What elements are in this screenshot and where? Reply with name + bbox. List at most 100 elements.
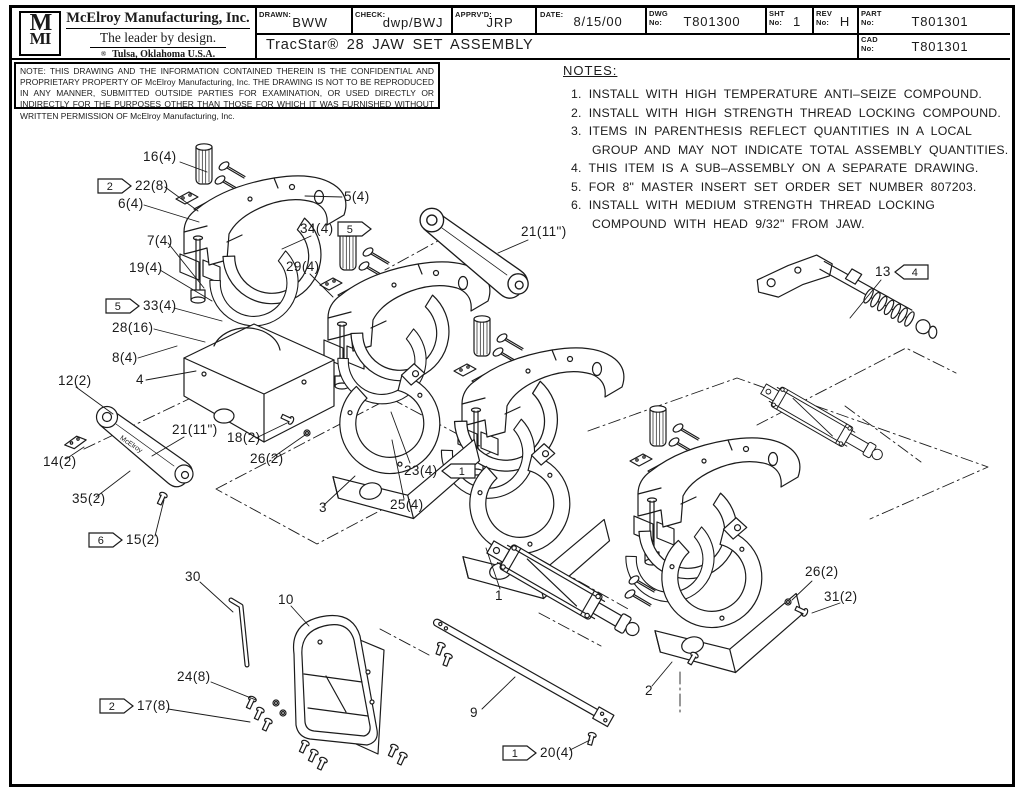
- titleblock-vline-5: [645, 8, 647, 33]
- callout-21-top: 21(11"): [521, 224, 567, 239]
- titleblock-vline-2: [351, 8, 353, 33]
- drawn-value: BWW: [292, 15, 328, 30]
- sheet-no-value: 1: [792, 14, 802, 29]
- callout-17: 2 17(8): [99, 698, 171, 714]
- alignment-bar: [430, 614, 615, 728]
- note-item-2: 2. INSTALL WITH HIGH STRENGTH THREAD LOC…: [571, 105, 1001, 120]
- company-name: McElroy Manufacturing, Inc.: [66, 10, 250, 29]
- logo-letter-m: M: [29, 10, 53, 36]
- hydraulic-cylinder-lower: [482, 534, 646, 645]
- callout-6: 6(4): [118, 196, 144, 211]
- svg-text:5: 5: [115, 301, 122, 313]
- callout-18: 18(2): [227, 430, 261, 445]
- svg-text:4: 4: [912, 267, 919, 279]
- drawing-title: TracStar® 28 JAW SET ASSEMBLY: [266, 37, 534, 53]
- callout-9: 9: [470, 705, 478, 720]
- callout-8: 8(4): [112, 350, 138, 365]
- callout-29: 29(4): [286, 259, 320, 274]
- callout-35: 35(2): [72, 491, 106, 506]
- flag-note-2: 2: [99, 698, 134, 714]
- cad-no-value: T801301: [911, 39, 969, 54]
- dwg-no-value: T801300: [683, 14, 741, 29]
- svg-text:6: 6: [98, 535, 105, 547]
- frame-stand: [292, 614, 385, 755]
- flag-note-5: 5: [336, 221, 372, 237]
- titleblock-vline-6: [765, 8, 767, 33]
- notes-list: NOTES: 1. INSTALL WITH HIGH TEMPERATURE …: [563, 63, 1015, 233]
- approved-value: JRP: [486, 15, 514, 30]
- callout-28: 28(16): [112, 320, 154, 335]
- callout-15: 6 15(2): [88, 532, 160, 548]
- svg-text:1: 1: [458, 466, 465, 478]
- callout-25: 25(4): [390, 497, 424, 512]
- company-block: McElroy Manufacturing, Inc. The leader b…: [66, 10, 250, 60]
- titleblock-hline-bottom: [12, 58, 1010, 60]
- callout-12: 12(2): [58, 373, 92, 388]
- flag-note-6: 6: [88, 532, 123, 548]
- callout-7: 7(4): [147, 233, 173, 248]
- notes-heading: NOTES:: [563, 63, 618, 78]
- check-label: CHECK:: [355, 10, 386, 19]
- flag-note-1: 1: [440, 463, 476, 479]
- callout-2: 2: [645, 683, 653, 698]
- svg-text:2: 2: [109, 701, 116, 713]
- titleblock-vline-4: [535, 8, 537, 33]
- jaw-assembly-4: [630, 406, 800, 565]
- flag-note-5: 5: [105, 298, 140, 314]
- callout-3: 3: [319, 500, 327, 515]
- svg-text:1: 1: [512, 748, 519, 760]
- note-item-1: 1. INSTALL WITH HIGH TEMPERATURE ANTI–SE…: [571, 87, 983, 101]
- svg-text:5: 5: [346, 224, 353, 236]
- callout-1: 1: [495, 588, 503, 603]
- date-label: DATE:: [540, 10, 564, 19]
- callout-30: 30: [185, 569, 201, 584]
- titleblock-hline-mid: [255, 33, 1010, 35]
- part-no-value: T801301: [911, 14, 969, 29]
- callout-22: 2 22(8): [97, 178, 169, 194]
- company-tagline: The leader by design.: [89, 30, 227, 48]
- drawn-label: DRAWN:: [259, 10, 292, 19]
- flag-note-2: 2: [97, 178, 132, 194]
- callout-19: 19(4): [129, 260, 163, 275]
- note-item-6: 6. INSTALL WITH MEDIUM STRENGTH THREAD L…: [571, 198, 936, 231]
- titleblock-vline-3: [451, 8, 453, 33]
- callout-13: 13 4: [875, 264, 929, 280]
- mcelroy-logo: M MI: [19, 11, 61, 56]
- logo-letters-mi: MI: [29, 29, 52, 48]
- check-value: dwp/BWJ: [382, 15, 444, 30]
- note-item-4: 4. THIS ITEM IS A SUB–ASSEMBLY ON A SEPA…: [571, 161, 979, 175]
- callout-31: 31(2): [824, 589, 858, 604]
- callout-5-4: 5(4): [344, 189, 370, 204]
- rev-no-value: H: [839, 14, 851, 29]
- callout-16: 16(4): [143, 149, 177, 164]
- confidential-note: NOTE: THIS DRAWING AND THE INFORMATION C…: [14, 62, 440, 121]
- registered-mark: ®: [100, 50, 107, 58]
- callout-33: 5 33(4): [105, 298, 177, 314]
- callout-21-left: 21(11"): [172, 422, 218, 437]
- titleblock-vline-7: [812, 8, 814, 33]
- date-value: 8/15/00: [573, 14, 623, 29]
- titleblock-vline-1: [255, 8, 257, 58]
- callout-23: 23(4) 1: [404, 463, 476, 479]
- approved-label: APPRV'D:: [455, 10, 493, 19]
- flag-note-4: 4: [893, 264, 929, 280]
- leader-lines: [65, 161, 882, 751]
- titleblock-vline-8: [857, 8, 859, 58]
- note-item-3: 3. ITEMS IN PARENTHESIS REFLECT QUANTITI…: [571, 124, 1009, 157]
- callout-10: 10: [278, 592, 294, 607]
- hex-key: [228, 597, 250, 668]
- callout-4: 4: [136, 372, 144, 387]
- company-location: ®Tulsa, Oklahoma U.S.A.: [100, 49, 216, 60]
- note-item-5: 5. FOR 8" MASTER INSERT SET ORDER SET NU…: [571, 179, 977, 194]
- callout-34: 34(4) 5: [300, 221, 372, 237]
- callout-26-left: 26(2): [250, 451, 284, 466]
- callout-20: 1 20(4): [502, 745, 574, 761]
- spanner-wrench-left: McElroy: [95, 405, 194, 488]
